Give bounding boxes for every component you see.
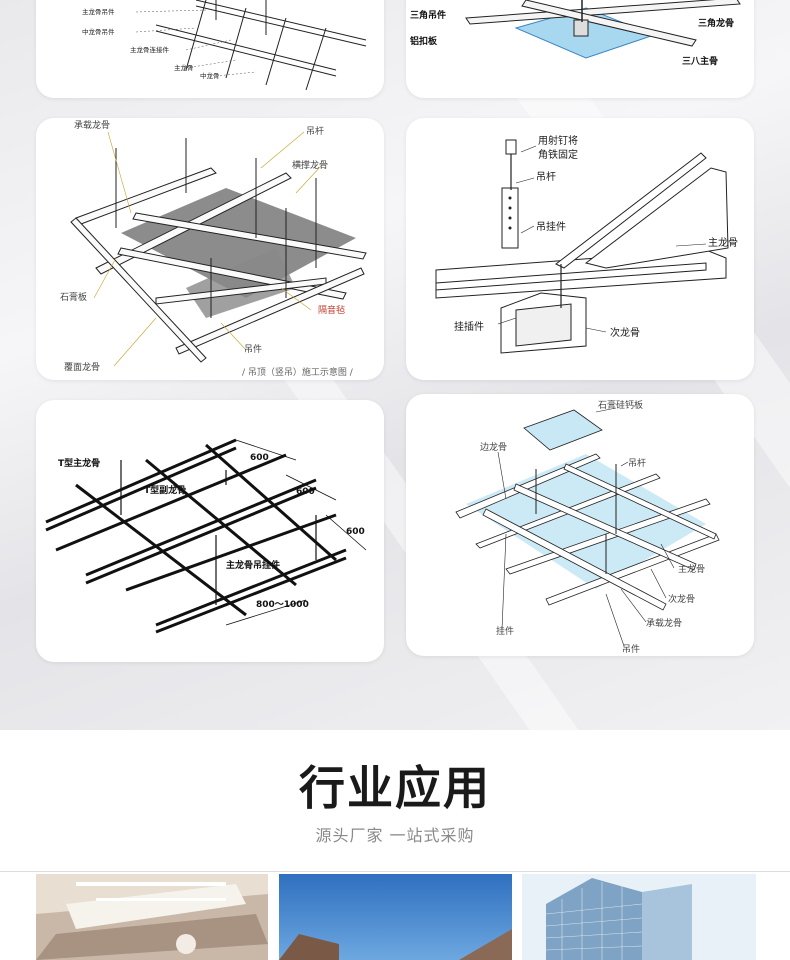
diagram-dimension: 600 <box>250 453 269 463</box>
diagram-label: 承载龙骨 <box>646 617 682 629</box>
photo-mall-interior <box>36 874 268 960</box>
section-title: 行业应用 <box>299 761 491 815</box>
diagram-card-silicate-panel: 石膏硅钙板 边龙骨 吊杆 主龙骨 次龙骨 承载龙骨 挂件 吊件 <box>406 394 754 656</box>
diagram-label: 角铁固定 <box>538 148 578 161</box>
diagram-label: 三角吊件 <box>410 9 446 21</box>
diagram-dimension: 600 <box>346 527 365 537</box>
diagram-label: 主龙骨连接件 <box>130 45 170 54</box>
diagram-label: T型主龙骨 <box>58 457 100 469</box>
diagram-label: 次龙骨 <box>668 593 695 605</box>
diagram-label: 吊杆 <box>306 125 324 137</box>
diagram-card-keel-hanger: 用射钉将 角铁固定 吊杆 吊挂件 主龙骨 挂插件 次龙骨 <box>406 118 754 380</box>
diagram-label: 主龙骨吊挂件 <box>226 559 280 571</box>
diagram-label: 次龙骨 <box>610 326 640 339</box>
diagram-label: 石膏硅钙板 <box>598 399 643 411</box>
diagram-dimension: 600 <box>296 487 315 497</box>
diagram-label: 吊件 <box>622 643 640 655</box>
diagram-label: 挂插件 <box>454 320 484 333</box>
diagram-card-t-grid: T型主龙骨 T型副龙骨 主龙骨吊挂件 600 600 600 800～1000 <box>36 400 384 662</box>
industry-application-section: 行业应用 源头厂家 一站式采购 <box>0 730 790 872</box>
diagram-dimension: 800～1000 <box>256 600 309 610</box>
diagram-caption: / 吊顶（竖吊）施工示意图 / <box>242 366 354 378</box>
diagram-label: 主龙骨 <box>708 236 738 249</box>
diagram-label: 边龙骨 <box>480 441 507 453</box>
diagram-label: 覆面龙骨 <box>64 361 100 373</box>
diagram-label: 横撑龙骨 <box>292 159 328 171</box>
application-photos <box>0 872 790 960</box>
diagram-label: 隔音毡 <box>318 304 345 316</box>
photo-building-blue-sky <box>279 874 512 960</box>
section-subtitle: 源头厂家 一站式采购 <box>315 826 475 845</box>
section-divider <box>0 871 790 872</box>
diagram-label: 吊杆 <box>628 457 646 469</box>
diagram-card-ceiling-grid: 主龙骨吊件 中龙骨吊件 主龙骨连接件 主龙骨 中龙骨 <box>36 0 384 98</box>
diagram-label: 中龙骨 <box>200 71 220 80</box>
diagram-label: 吊杆 <box>536 171 556 183</box>
diagram-label: 承载龙骨 <box>74 119 110 131</box>
diagram-card-aluminum-panel: 三角吊件 三角龙骨 铝扣板 三八主骨 <box>406 0 754 98</box>
diagram-label: 吊挂件 <box>536 220 566 233</box>
diagram-card-gypsum-ceiling: 承载龙骨 吊杆 横撑龙骨 石膏板 隔音毡 覆面龙骨 吊件 / 吊顶（竖吊）施工示… <box>36 118 384 380</box>
diagram-label: 吊件 <box>244 343 262 355</box>
photo-glass-tower <box>522 874 756 960</box>
diagram-label: 三角龙骨 <box>698 17 734 29</box>
diagram-label: 主龙骨吊件 <box>82 7 115 16</box>
diagram-label: 挂件 <box>496 625 514 637</box>
diagram-label: T型副龙骨 <box>144 484 186 496</box>
diagram-label: 石膏板 <box>60 291 87 303</box>
diagram-label: 主龙骨 <box>174 63 194 72</box>
diagram-label: 铝扣板 <box>410 35 438 47</box>
diagram-label: 三八主骨 <box>682 55 718 67</box>
diagram-label: 中龙骨吊件 <box>82 27 115 36</box>
diagram-label: 主龙骨 <box>678 563 705 575</box>
diagram-label: 用射钉将 <box>538 135 578 147</box>
diagram-background: 主龙骨吊件 中龙骨吊件 主龙骨连接件 主龙骨 中龙骨 三角吊件 三角龙骨 铝扣板… <box>0 0 790 730</box>
